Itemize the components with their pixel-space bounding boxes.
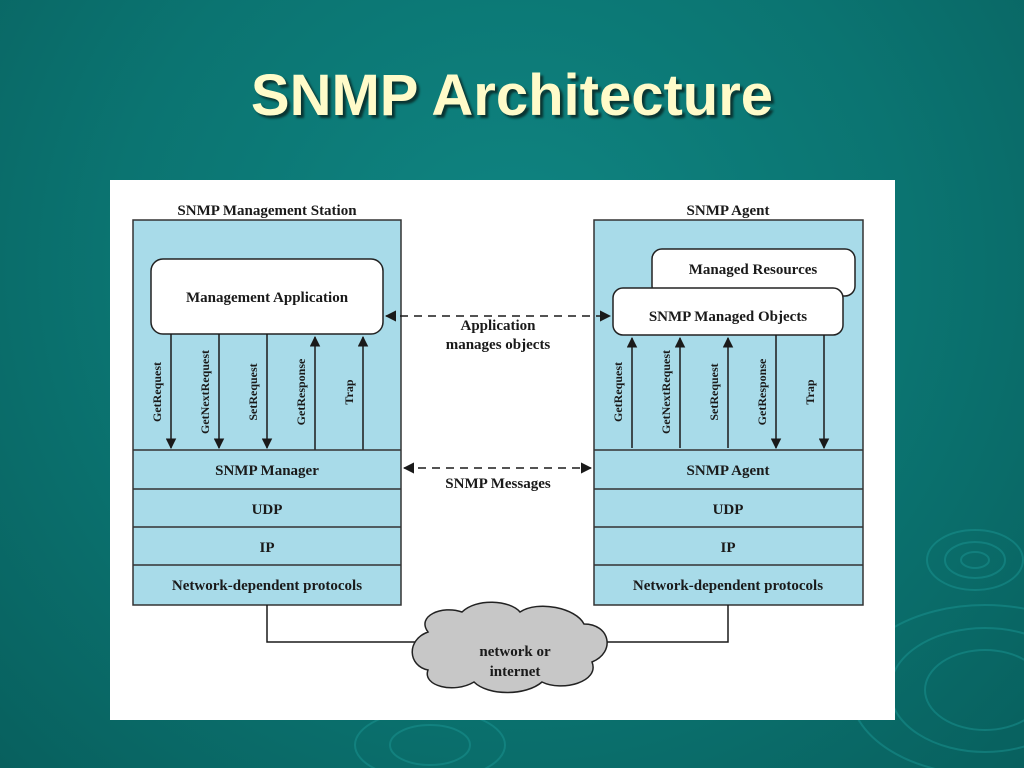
agent-station-title: SNMP Agent [687,203,770,219]
agent-layer-udp: UDP [713,502,744,518]
manager-op-getresponse: GetResponse [294,358,308,425]
network-cloud-label-line1: network or [479,644,551,660]
manager-op-getrequest: GetRequest [150,362,164,422]
agent-layer-ip: IP [721,540,736,556]
agent-layer-snmp-agent: SNMP Agent [687,463,770,479]
manager-layer-snmp-manager: SNMP Manager [215,463,319,479]
agent-op-getresponse: GetResponse [755,358,769,425]
snmp-messages-label: SNMP Messages [445,476,551,492]
manager-op-setrequest: SetRequest [246,363,260,420]
slide-title: SNMP Architecture [250,63,774,128]
agent-op-setrequest: SetRequest [707,363,721,420]
manager-layer-ip: IP [260,540,275,556]
managed-objects-box [612,287,844,336]
application-link-label-line2: manages objects [446,337,551,353]
agent-op-getnextrequest: GetNextRequest [659,350,673,434]
agent-op-getrequest: GetRequest [611,362,625,422]
agent-op-trap: Trap [803,379,817,404]
agent-network-line [605,605,729,643]
manager-layer-network-protocols: Network-dependent protocols [172,578,362,594]
network-cloud-label-line2: internet [490,664,541,680]
managed-objects-label: SNMP Managed Objects [649,309,807,325]
application-link-label-line1: Application [460,318,536,334]
management-application-label: Management Application [186,290,349,306]
manager-network-line [266,605,422,643]
agent-layer-network-protocols: Network-dependent protocols [633,578,823,594]
manager-op-getnextrequest: GetNextRequest [198,350,212,434]
manager-station-title: SNMP Management Station [177,203,357,219]
manager-op-trap: Trap [342,379,356,404]
snmp-architecture-diagram: SNMP Management Station Management Appli… [132,203,864,694]
diagram-panel: SNMP Management Station Management Appli… [110,180,895,720]
managed-resources-label: Managed Resources [689,262,818,278]
manager-layer-udp: UDP [252,502,283,518]
network-cloud [411,601,608,694]
